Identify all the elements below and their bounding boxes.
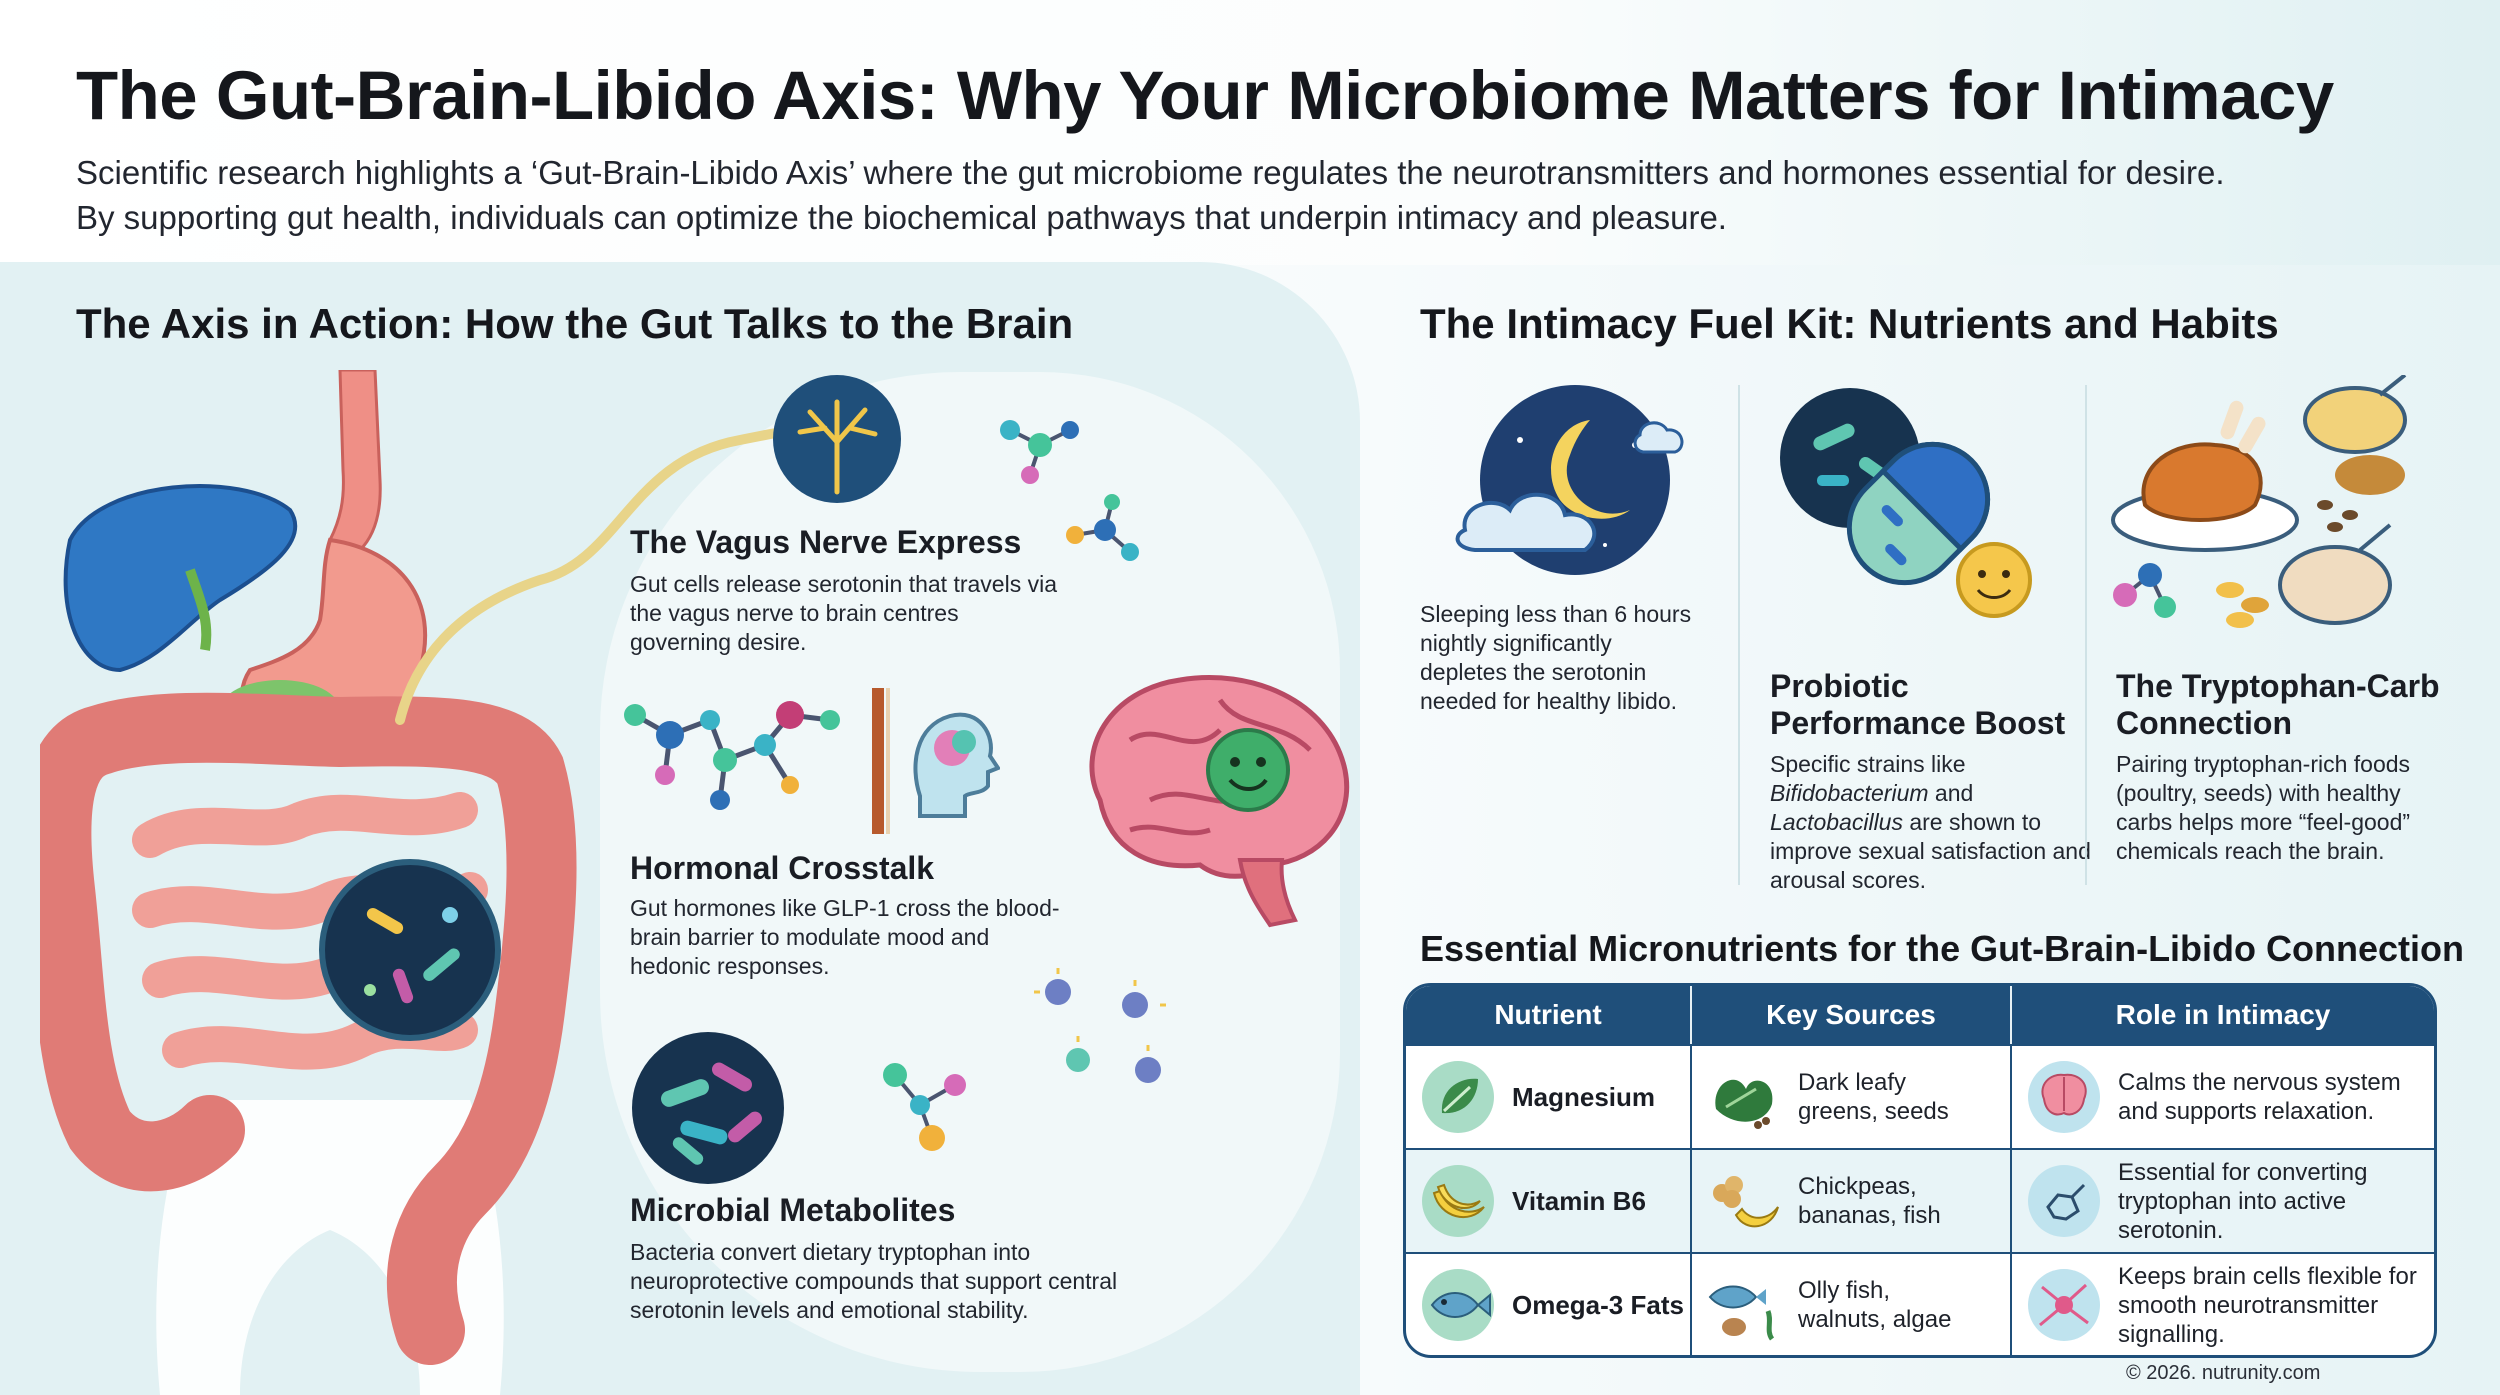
sources-cell: Dark leafy greens, seeds [1690, 1046, 2010, 1148]
roast-chicken-icon [2141, 442, 2263, 522]
bacteria-shape [366, 908, 404, 934]
table-row: Vitamin B6 Chickpeas, bananas, fish Esse… [1406, 1148, 2434, 1252]
banana-icon [1422, 1165, 1494, 1237]
bacteria-shape [423, 948, 460, 981]
tryptophan-text: Pairing tryptophan-rich foods (poultry, … [2116, 751, 2411, 864]
probiotic-text-part-1: Specific strains like [1770, 751, 1966, 777]
card-hormonal-title: Hormonal Crosstalk [630, 850, 935, 886]
bacteria-shape [442, 907, 458, 923]
tryptophan-title: The Tryptophan-Carb Connection [2116, 668, 2440, 741]
sparkle-particles-icon [1034, 968, 1166, 1083]
nutrient-cell: Vitamin B6 [1406, 1150, 1690, 1252]
probiotic-text: Specific strains like Bifidobacterium an… [1770, 750, 2100, 895]
probiotic-text-part-2: and [1934, 780, 1974, 806]
gallbladder-duct [185, 568, 212, 651]
intro-line-1: Scientific research highlights a ‘Gut-Br… [76, 154, 2225, 191]
sources-cell: Chickpeas, bananas, fish [1690, 1150, 2010, 1252]
chickpea-banana-icon [1713, 1176, 1779, 1228]
header-band [0, 0, 2500, 265]
sources-text: Olly fish, walnuts, algae [1798, 1277, 1952, 1333]
page-title: The Gut-Brain-Libido Axis: Why Your Micr… [76, 57, 2334, 134]
probiotic-strain-1: Bifidobacterium [1770, 780, 1929, 806]
card-metabolites-text: Bacteria convert dietary tryptophan into… [630, 1239, 1118, 1323]
moon-sleep-icon [1455, 385, 1684, 575]
micronutrients-heading: Essential Micronutrients for the Gut-Bra… [1420, 928, 2465, 969]
fuel-divider [2085, 385, 2087, 885]
intro-line-2: By supporting gut health, individuals ca… [76, 199, 1727, 236]
spinach-icon [1715, 1079, 1773, 1129]
card-metabolites-title: Microbial Metabolites [630, 1192, 956, 1228]
fish-icon [1422, 1269, 1494, 1341]
oat-bowl-icon [2278, 545, 2392, 625]
large-intestine [40, 692, 577, 1365]
neuron-icon [773, 375, 901, 503]
grain-bowl-icon [2303, 386, 2407, 454]
card-vagus-text: Gut cells release serotonin that travels… [630, 571, 1057, 655]
metabolite-molecule-icon [883, 1063, 966, 1151]
role-text: Calms the nervous system and supports re… [2118, 1069, 2401, 1125]
sleep-text: Sleeping less than 6 hours nightly signi… [1420, 601, 1692, 714]
probiotic-strain-2: Lactobacillus [1770, 809, 1903, 835]
microbiome-magnifier [319, 859, 501, 1041]
bacteria-shape [364, 984, 376, 996]
column-header-role: Role in Intimacy [2010, 986, 2434, 1044]
micronutrients-table: Nutrient Key Sources Role in Intimacy Ma… [1403, 983, 2437, 1358]
nutrient-cell: Omega-3 Fats [1406, 1254, 1690, 1355]
small-intestine [132, 792, 488, 1070]
vagus-nerve-line [395, 420, 835, 725]
bacteria-shape [392, 968, 414, 1004]
head-brain-barrier-icon [872, 688, 1000, 834]
sources-text: Dark leafy greens, seeds [1798, 1069, 1949, 1125]
fuel-divider [1738, 385, 1740, 885]
digestive-system-illustration [40, 370, 577, 1395]
fish-walnut-icon [1708, 1285, 1775, 1341]
fuel-kit-heading: The Intimacy Fuel Kit: Nutrients and Hab… [1420, 300, 2279, 347]
card-vagus-title: The Vagus Nerve Express [630, 524, 1022, 560]
brain-illustration [1089, 675, 1350, 928]
bread-icon [2335, 455, 2405, 495]
probiotic-capsule-icon [1780, 388, 2032, 618]
sources-cell: Olly fish, walnuts, algae [1690, 1254, 2010, 1355]
column-header-sources: Key Sources [1690, 986, 2010, 1044]
column-header-nutrient: Nutrient [1494, 999, 1602, 1030]
molecule-icon [1066, 494, 1139, 561]
leaf-icon [1422, 1061, 1494, 1133]
table-row: Magnesium Dark leafy greens, seeds Calms… [1406, 1044, 2434, 1148]
probiotic-text-part-3: are shown to improve sexual satisfaction… [1770, 809, 2091, 893]
liver [63, 484, 298, 673]
card-hormonal-text: Gut hormones like GLP-1 cross the blood-… [630, 895, 1060, 979]
copyright: © 2026. nutrunity.com [2126, 1362, 2321, 1384]
neuron-icon [2028, 1269, 2100, 1341]
role-cell: Calms the nervous system and supports re… [2010, 1046, 2434, 1148]
nutrient-name: Magnesium [1512, 1081, 1656, 1112]
table-row: Omega-3 Fats Olly fish, walnuts, algae K… [1406, 1252, 2434, 1355]
probiotic-title: Probiotic Performance Boost [1770, 668, 2066, 741]
role-cell: Essential for converting tryptophan into… [2010, 1150, 2434, 1252]
hormone-molecule-icon [624, 701, 840, 810]
sources-text: Chickpeas, bananas, fish [1798, 1173, 1941, 1229]
bacteria-icon [632, 1032, 784, 1184]
axis-heading: The Axis in Action: How the Gut Talks to… [76, 300, 1074, 347]
molecule-icon [1000, 420, 1079, 484]
role-text: Essential for converting tryptophan into… [2118, 1158, 2368, 1244]
smiley-icon [1956, 542, 2032, 618]
brain-icon [2028, 1061, 2100, 1133]
nutrient-name: Omega-3 Fats [1512, 1289, 1684, 1320]
role-cell: Keeps brain cells flexible for smooth ne… [2010, 1254, 2434, 1355]
food-plate-icon [2111, 375, 2407, 628]
nutrient-cell: Magnesium [1406, 1046, 1690, 1148]
role-text: Keeps brain cells flexible for smooth ne… [2118, 1262, 2417, 1348]
nutrient-name: Vitamin B6 [1512, 1185, 1646, 1216]
happy-face-icon [1206, 728, 1290, 812]
molecule-icon [2028, 1165, 2100, 1237]
table-header-row: Nutrient Key Sources Role in Intimacy [1406, 986, 2434, 1044]
intro-text: Scientific research highlights a ‘Gut-Br… [76, 150, 2456, 240]
